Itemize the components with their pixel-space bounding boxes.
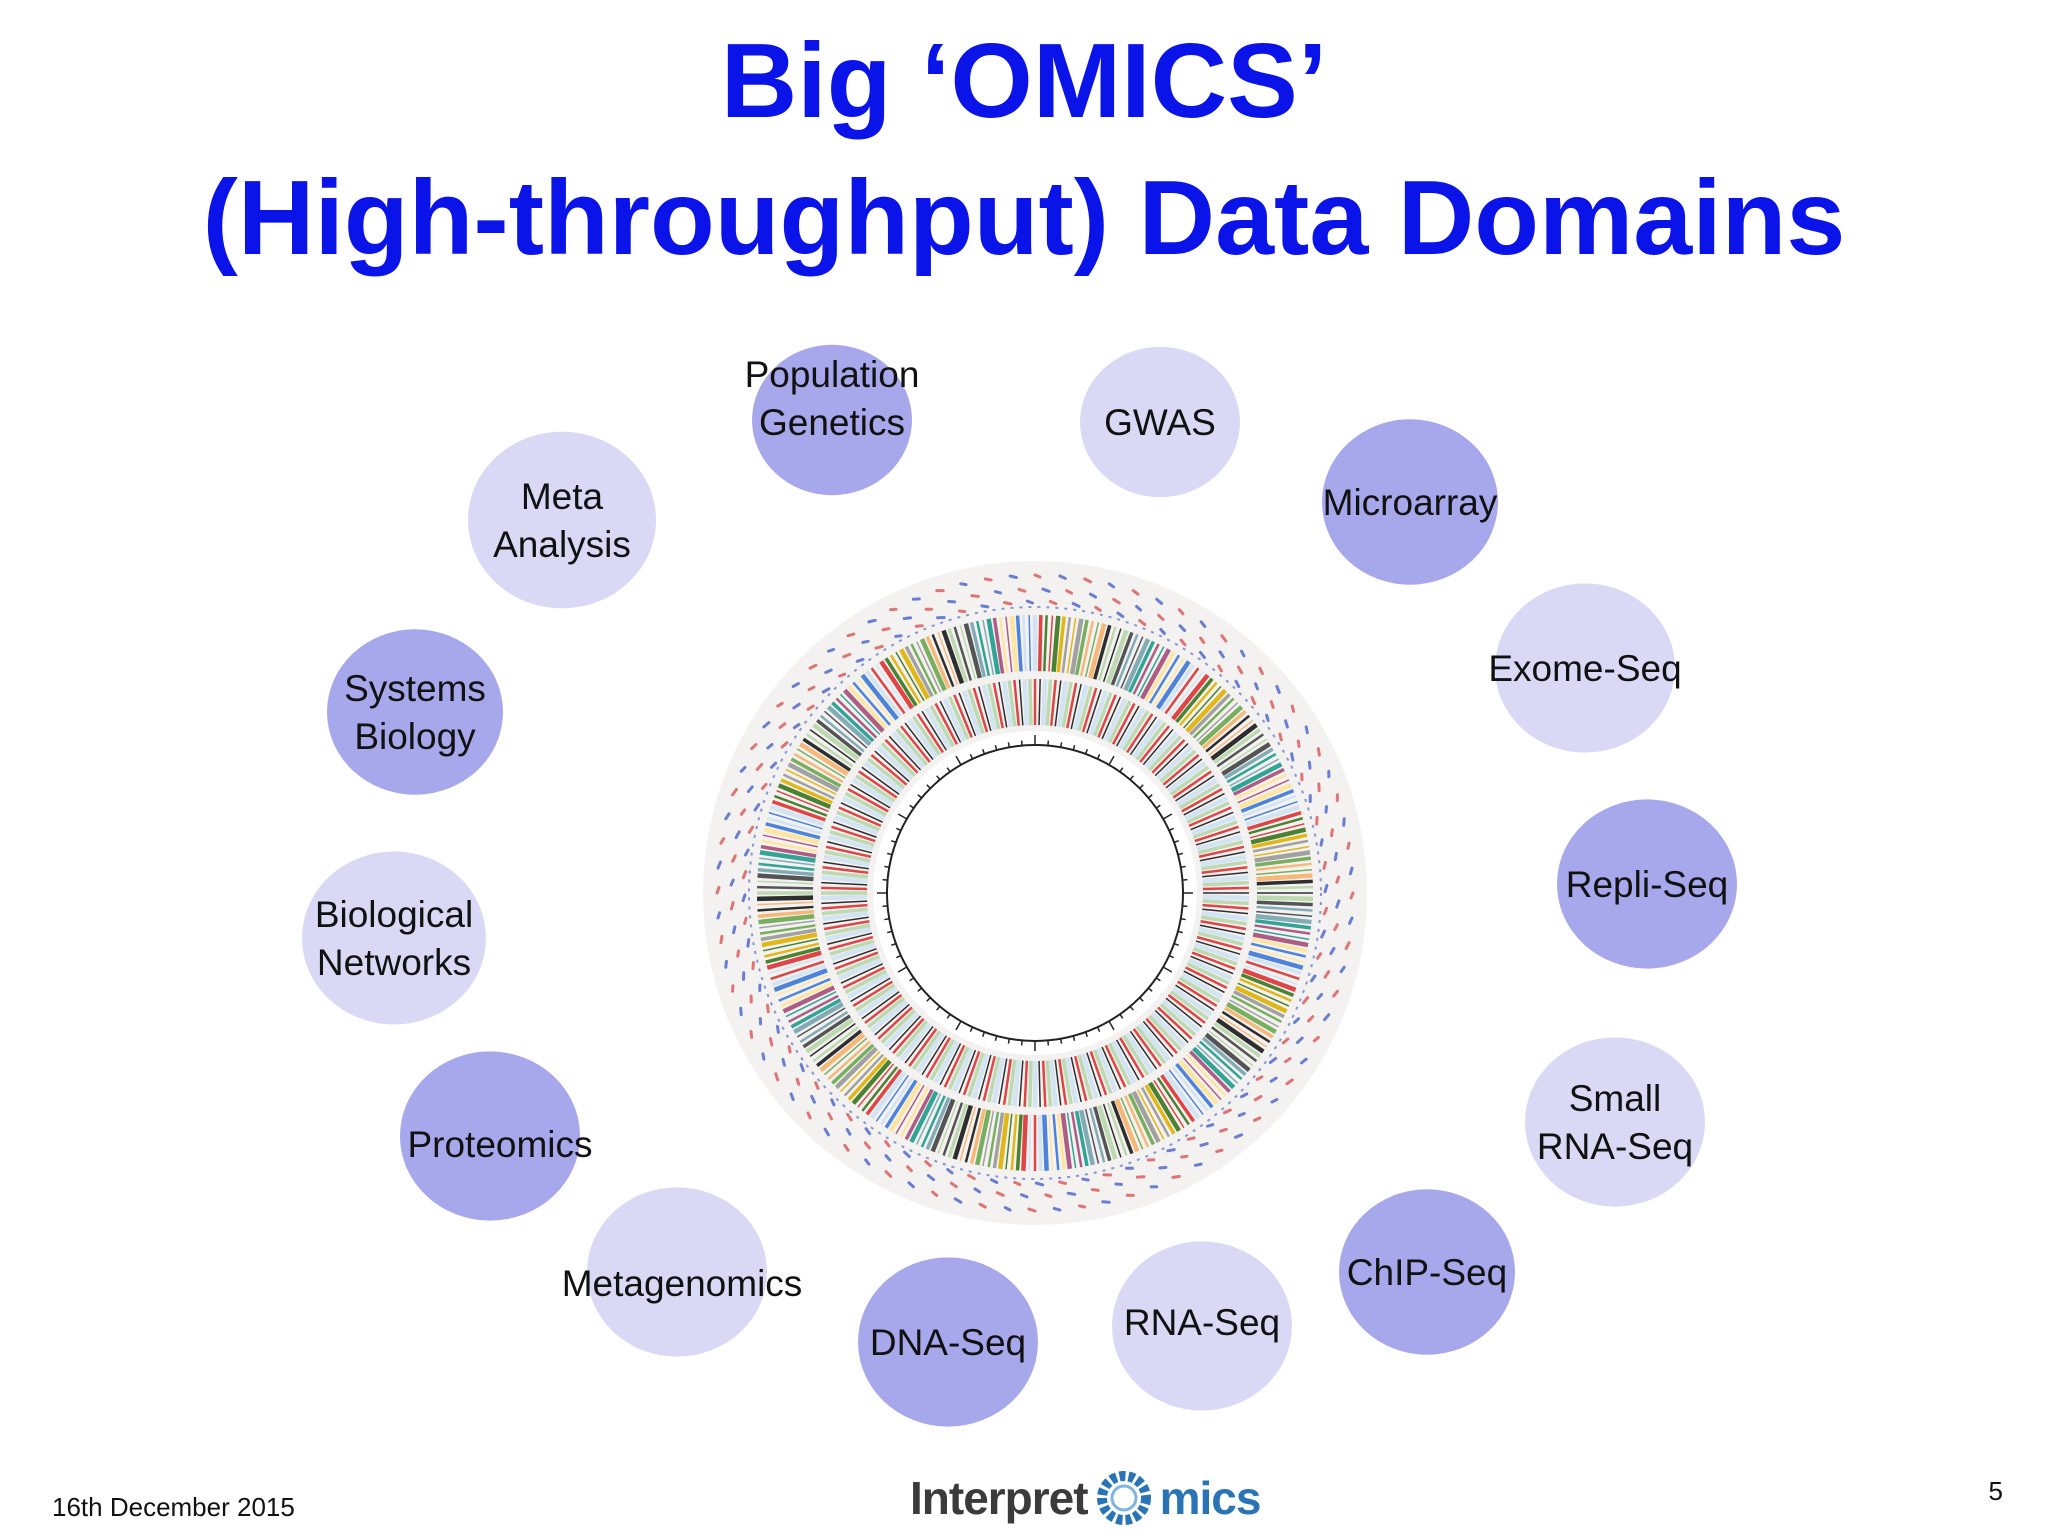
node-circle <box>1112 1241 1292 1411</box>
node-label: Proteomics <box>407 1124 592 1165</box>
footer-date: 16th December 2015 <box>52 1492 295 1522</box>
node-label: Microarray <box>1323 482 1498 523</box>
node-circle <box>1080 346 1240 498</box>
outer-annotation-ring <box>715 573 1355 1213</box>
node-label: Analysis <box>493 524 631 565</box>
node-label: RNA-Seq <box>1537 1126 1693 1167</box>
node-circle <box>752 344 912 496</box>
slide-title-line-1: Big ‘OMICS’ <box>720 22 1328 140</box>
node-metagenomics: Metagenomics <box>562 1187 803 1357</box>
node-circle <box>587 1187 767 1357</box>
node-gwas: GWAS <box>1080 346 1240 498</box>
node-circle <box>327 629 503 795</box>
node-label: Genetics <box>759 402 905 443</box>
genome-tracks <box>757 615 1313 1171</box>
node-exome-seq: Exome-Seq <box>1488 583 1682 753</box>
node-proteomics: Proteomics <box>400 1051 593 1221</box>
circos-genome-plot <box>703 561 1367 1225</box>
node-dna-seq: DNA-Seq <box>858 1257 1038 1427</box>
node-circle <box>1322 419 1498 585</box>
node-label: Biology <box>354 716 476 757</box>
node-circle <box>1525 1037 1705 1207</box>
node-circle <box>1557 799 1737 969</box>
node-label: Population <box>745 354 920 395</box>
node-chip-seq: ChIP-Seq <box>1339 1189 1515 1355</box>
page-number: 5 <box>1988 1476 2003 1506</box>
node-circle <box>858 1257 1038 1427</box>
slide-title-line-2: (High-throughput) Data Domains <box>202 159 1846 277</box>
node-label: RNA-Seq <box>1124 1302 1280 1343</box>
node-repli-seq: Repli-Seq <box>1557 799 1737 969</box>
interpretomics-logo: Interpret mics <box>910 1462 1262 1534</box>
node-label: Systems <box>344 668 486 709</box>
inner-axis <box>873 731 1197 1055</box>
node-label: ChIP-Seq <box>1347 1252 1507 1293</box>
node-label: Repli-Seq <box>1566 864 1728 905</box>
node-label: Metagenomics <box>562 1263 803 1304</box>
logo-text-mics: mics <box>1159 1472 1262 1524</box>
omics-ring-logo-icon <box>1096 1471 1151 1525</box>
node-rna-seq: RNA-Seq <box>1112 1241 1292 1411</box>
node-label: Meta <box>521 476 604 517</box>
node-circle <box>1339 1189 1515 1355</box>
logo-text-interpret: Interpret <box>910 1472 1089 1524</box>
node-label: DNA-Seq <box>870 1322 1026 1363</box>
node-microarray: Microarray <box>1322 419 1498 585</box>
node-label: Small <box>1569 1078 1662 1119</box>
node-label: Exome-Seq <box>1488 648 1681 689</box>
node-label: Networks <box>317 942 471 983</box>
node-circle <box>1495 583 1675 753</box>
node-label: Biological <box>315 894 473 935</box>
node-label: GWAS <box>1104 402 1216 443</box>
node-circle <box>468 431 656 609</box>
node-circle <box>302 851 486 1025</box>
node-circle <box>400 1051 580 1221</box>
